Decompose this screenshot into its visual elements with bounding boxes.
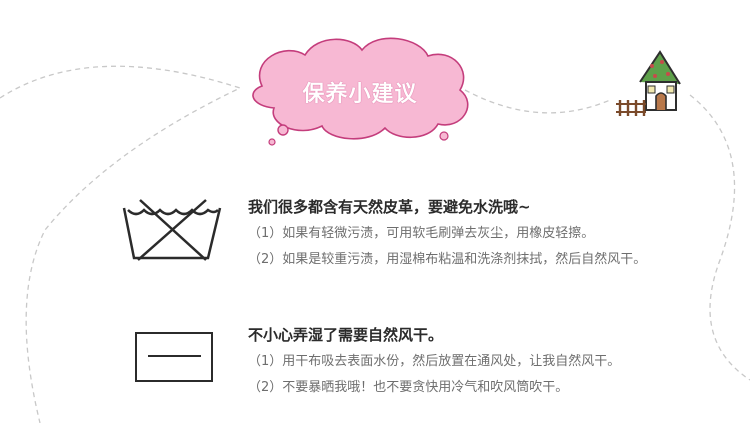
section-heading: 我们很多都含有天然皮革，要避免水洗哦~ xyxy=(248,198,531,216)
dashed-curve-right-lower xyxy=(689,94,750,381)
house-icon xyxy=(616,50,681,116)
care-tip: （2）不要暴晒我哦！也不要贪快用冷气和吹风筒吹干。 xyxy=(248,380,569,395)
care-tip: （1）用干布吸去表面水份，然后放置在通风处，让我自然风干。 xyxy=(248,354,621,369)
title-cloud xyxy=(252,37,469,146)
care-tip: （1）如果有轻微污渍，可用软毛刷弹去灰尘，用橡皮轻擦。 xyxy=(248,226,595,241)
care-tip: （2）如果是较重污渍，用湿棉布粘温和洗涤剂抹拭，然后自然风干。 xyxy=(248,252,647,267)
dry-flat-icon xyxy=(135,332,213,382)
dashed-curve-right xyxy=(464,89,611,114)
dashed-curve-left xyxy=(0,65,242,423)
care-section-no-wash: 我们很多都含有天然皮革，要避免水洗哦~ （1）如果有轻微污渍，可用软毛刷弹去灰尘… xyxy=(248,197,646,277)
wash-hand-icon xyxy=(122,199,222,261)
section-heading: 不小心弄湿了需要自然风干。 xyxy=(248,326,444,344)
care-section-dry: 不小心弄湿了需要自然风干。 （1）用干布吸去表面水份，然后放置在通风处，让我自然… xyxy=(248,325,620,405)
page-title: 保养小建议 xyxy=(302,82,418,107)
